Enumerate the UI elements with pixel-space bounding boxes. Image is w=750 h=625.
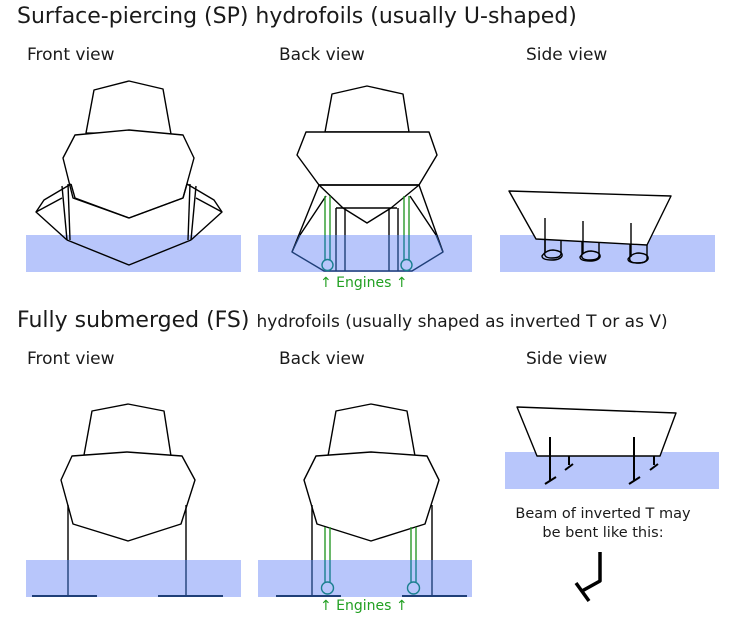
fs-engines-annotation: ↑ Engines ↑: [320, 598, 408, 614]
sp-engine-pods: [321, 235, 413, 272]
sp-front-view-drawing: [26, 80, 241, 272]
sp-engines-annotation: ↑ Engines ↑: [320, 275, 408, 291]
fs-engine-pods: [320, 560, 421, 595]
section-title-fs-sub: hydrofoils (usually shaped as inverted T…: [256, 312, 668, 332]
bent-beam-caption: Beam of inverted T may be bent like this…: [508, 505, 698, 543]
label-sp-side-view: Side view: [526, 45, 608, 65]
section-title-surface-piercing: Surface-piercing (SP) hydrofoils (usuall…: [17, 4, 577, 29]
section-title-fully-submerged: Fully submerged (FS) hydrofoils (usually…: [17, 308, 668, 333]
section-title-fs-main: Fully submerged (FS): [17, 308, 250, 333]
sp-back-view-drawing: [258, 85, 472, 272]
sp-engine-shafts: [324, 196, 410, 235]
label-sp-front-view: Front view: [27, 45, 115, 65]
label-fs-side-view: Side view: [526, 349, 608, 369]
label-sp-back-view: Back view: [279, 45, 365, 65]
fs-back-view-drawing: [258, 403, 472, 597]
fs-engine-shafts: [324, 527, 417, 560]
sp-back-submerged-foil: [291, 234, 444, 272]
label-fs-front-view: Front view: [27, 349, 115, 369]
bent-beam-caption-line1: Beam of inverted T may: [515, 506, 691, 522]
water-surface: [26, 235, 241, 272]
bent-beam-caption-line2: be bent like this:: [542, 525, 664, 541]
fs-side-view-drawing: [505, 406, 719, 489]
water-surface: [505, 452, 719, 489]
sp-side-view-drawing: [500, 190, 715, 272]
label-fs-back-view: Back view: [279, 349, 365, 369]
fs-front-view-drawing: [26, 403, 241, 597]
fs-back-submerged-foils: [276, 560, 467, 597]
fs-front-submerged-foils: [32, 560, 223, 597]
water-surface: [26, 560, 241, 597]
bent-beam-illustration: [574, 552, 602, 603]
water-surface: [258, 560, 472, 597]
